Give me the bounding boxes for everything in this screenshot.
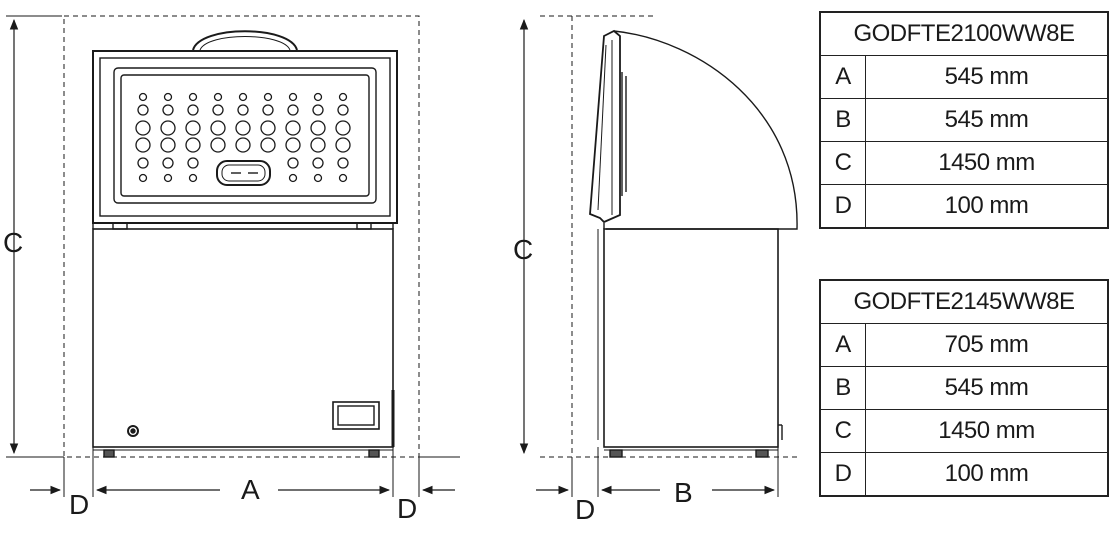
- control-panel: [332, 401, 380, 430]
- front-height-label: C: [3, 227, 23, 258]
- cabinet-body: [92, 228, 394, 448]
- vent-dot: [313, 173, 323, 183]
- front-dimensions: [6, 15, 460, 497]
- vent-dot: [335, 137, 351, 153]
- vent-dot: [285, 137, 301, 153]
- vent-dot: [335, 120, 351, 136]
- gap-right-label: D: [397, 493, 417, 524]
- dimension-value: 1450 mm: [865, 409, 1109, 453]
- vent-dot: [188, 173, 198, 183]
- vent-dot: [135, 120, 151, 136]
- dimension-key: C: [819, 141, 866, 185]
- vent-dot: [187, 104, 199, 116]
- vent-dot: [213, 92, 223, 102]
- vent-dot: [137, 104, 149, 116]
- vent-dot: [162, 157, 174, 169]
- lid-handle: [192, 30, 298, 51]
- vent-dot: [185, 120, 201, 136]
- vent-dot: [260, 120, 276, 136]
- vent-dot: [235, 137, 251, 153]
- lock-icon: [127, 425, 139, 437]
- dimension-key: B: [819, 98, 866, 142]
- front-width-label: A: [241, 474, 260, 505]
- open-lid: [92, 50, 398, 224]
- side-cabinet-body: [603, 228, 779, 448]
- vent-dot: [287, 157, 299, 169]
- dimension-value: 100 mm: [865, 452, 1109, 497]
- vent-dot: [162, 104, 174, 116]
- vent-dot: [163, 92, 173, 102]
- vent-dot: [337, 104, 349, 116]
- side-open-lid: [589, 29, 621, 224]
- vent-dot: [337, 157, 349, 169]
- vent-dot: [212, 104, 224, 116]
- dimension-key: A: [819, 55, 866, 99]
- model-name: GODFTE2100WW8E: [819, 11, 1109, 56]
- side-depth-label: B: [674, 477, 693, 508]
- vent-dot: [287, 104, 299, 116]
- dimension-key: D: [819, 452, 866, 497]
- vent-dot: [312, 104, 324, 116]
- dimension-value: 545 mm: [865, 55, 1109, 99]
- vent-dot: [210, 137, 226, 153]
- vent-dot: [235, 120, 251, 136]
- vent-dot: [310, 120, 326, 136]
- vent-dot: [310, 137, 326, 153]
- vent-dot: [285, 120, 301, 136]
- front-clearance-outline: [63, 15, 420, 458]
- vent-dot: [188, 92, 198, 102]
- vent-dot: [185, 137, 201, 153]
- dimension-value: 705 mm: [865, 323, 1109, 367]
- lid-badge: [216, 160, 271, 186]
- dimension-value: 100 mm: [865, 184, 1109, 229]
- dimension-value: 545 mm: [865, 366, 1109, 410]
- model-name: GODFTE2145WW8E: [819, 279, 1109, 324]
- dimension-key: C: [819, 409, 866, 453]
- lid-swing-arc: [606, 30, 798, 230]
- dimension-key: D: [819, 184, 866, 229]
- vent-dot: [338, 92, 348, 102]
- dimension-key: A: [819, 323, 866, 367]
- dimension-value: 545 mm: [865, 98, 1109, 142]
- dimension-value: 1450 mm: [865, 141, 1109, 185]
- gap-side-label: D: [575, 494, 595, 525]
- front-view: [63, 15, 420, 458]
- vent-dot: [187, 157, 199, 169]
- vent-dot: [288, 173, 298, 183]
- vent-dot: [138, 92, 148, 102]
- vent-dot: [338, 173, 348, 183]
- vent-dot: [135, 137, 151, 153]
- vent-dot: [312, 157, 324, 169]
- side-dimensions: [519, 18, 779, 497]
- vent-dot: [160, 137, 176, 153]
- vent-dot: [288, 92, 298, 102]
- gap-left-label: D: [69, 489, 89, 520]
- vent-dot: [160, 120, 176, 136]
- vent-dot: [313, 92, 323, 102]
- vent-dot: [263, 92, 273, 102]
- side-height-label: C: [513, 234, 533, 265]
- lid-vent-dots: [135, 92, 351, 183]
- vent-dot: [138, 173, 148, 183]
- vent-dot: [210, 120, 226, 136]
- vent-dot: [163, 173, 173, 183]
- vent-dot: [260, 137, 276, 153]
- dimension-key: B: [819, 366, 866, 410]
- vent-dot: [238, 92, 248, 102]
- vent-dot: [237, 104, 249, 116]
- vent-dot: [262, 104, 274, 116]
- vent-dot: [137, 157, 149, 169]
- freezer-installation-diagram: C A D D C B D: [3, 15, 800, 525]
- side-view: [540, 15, 800, 458]
